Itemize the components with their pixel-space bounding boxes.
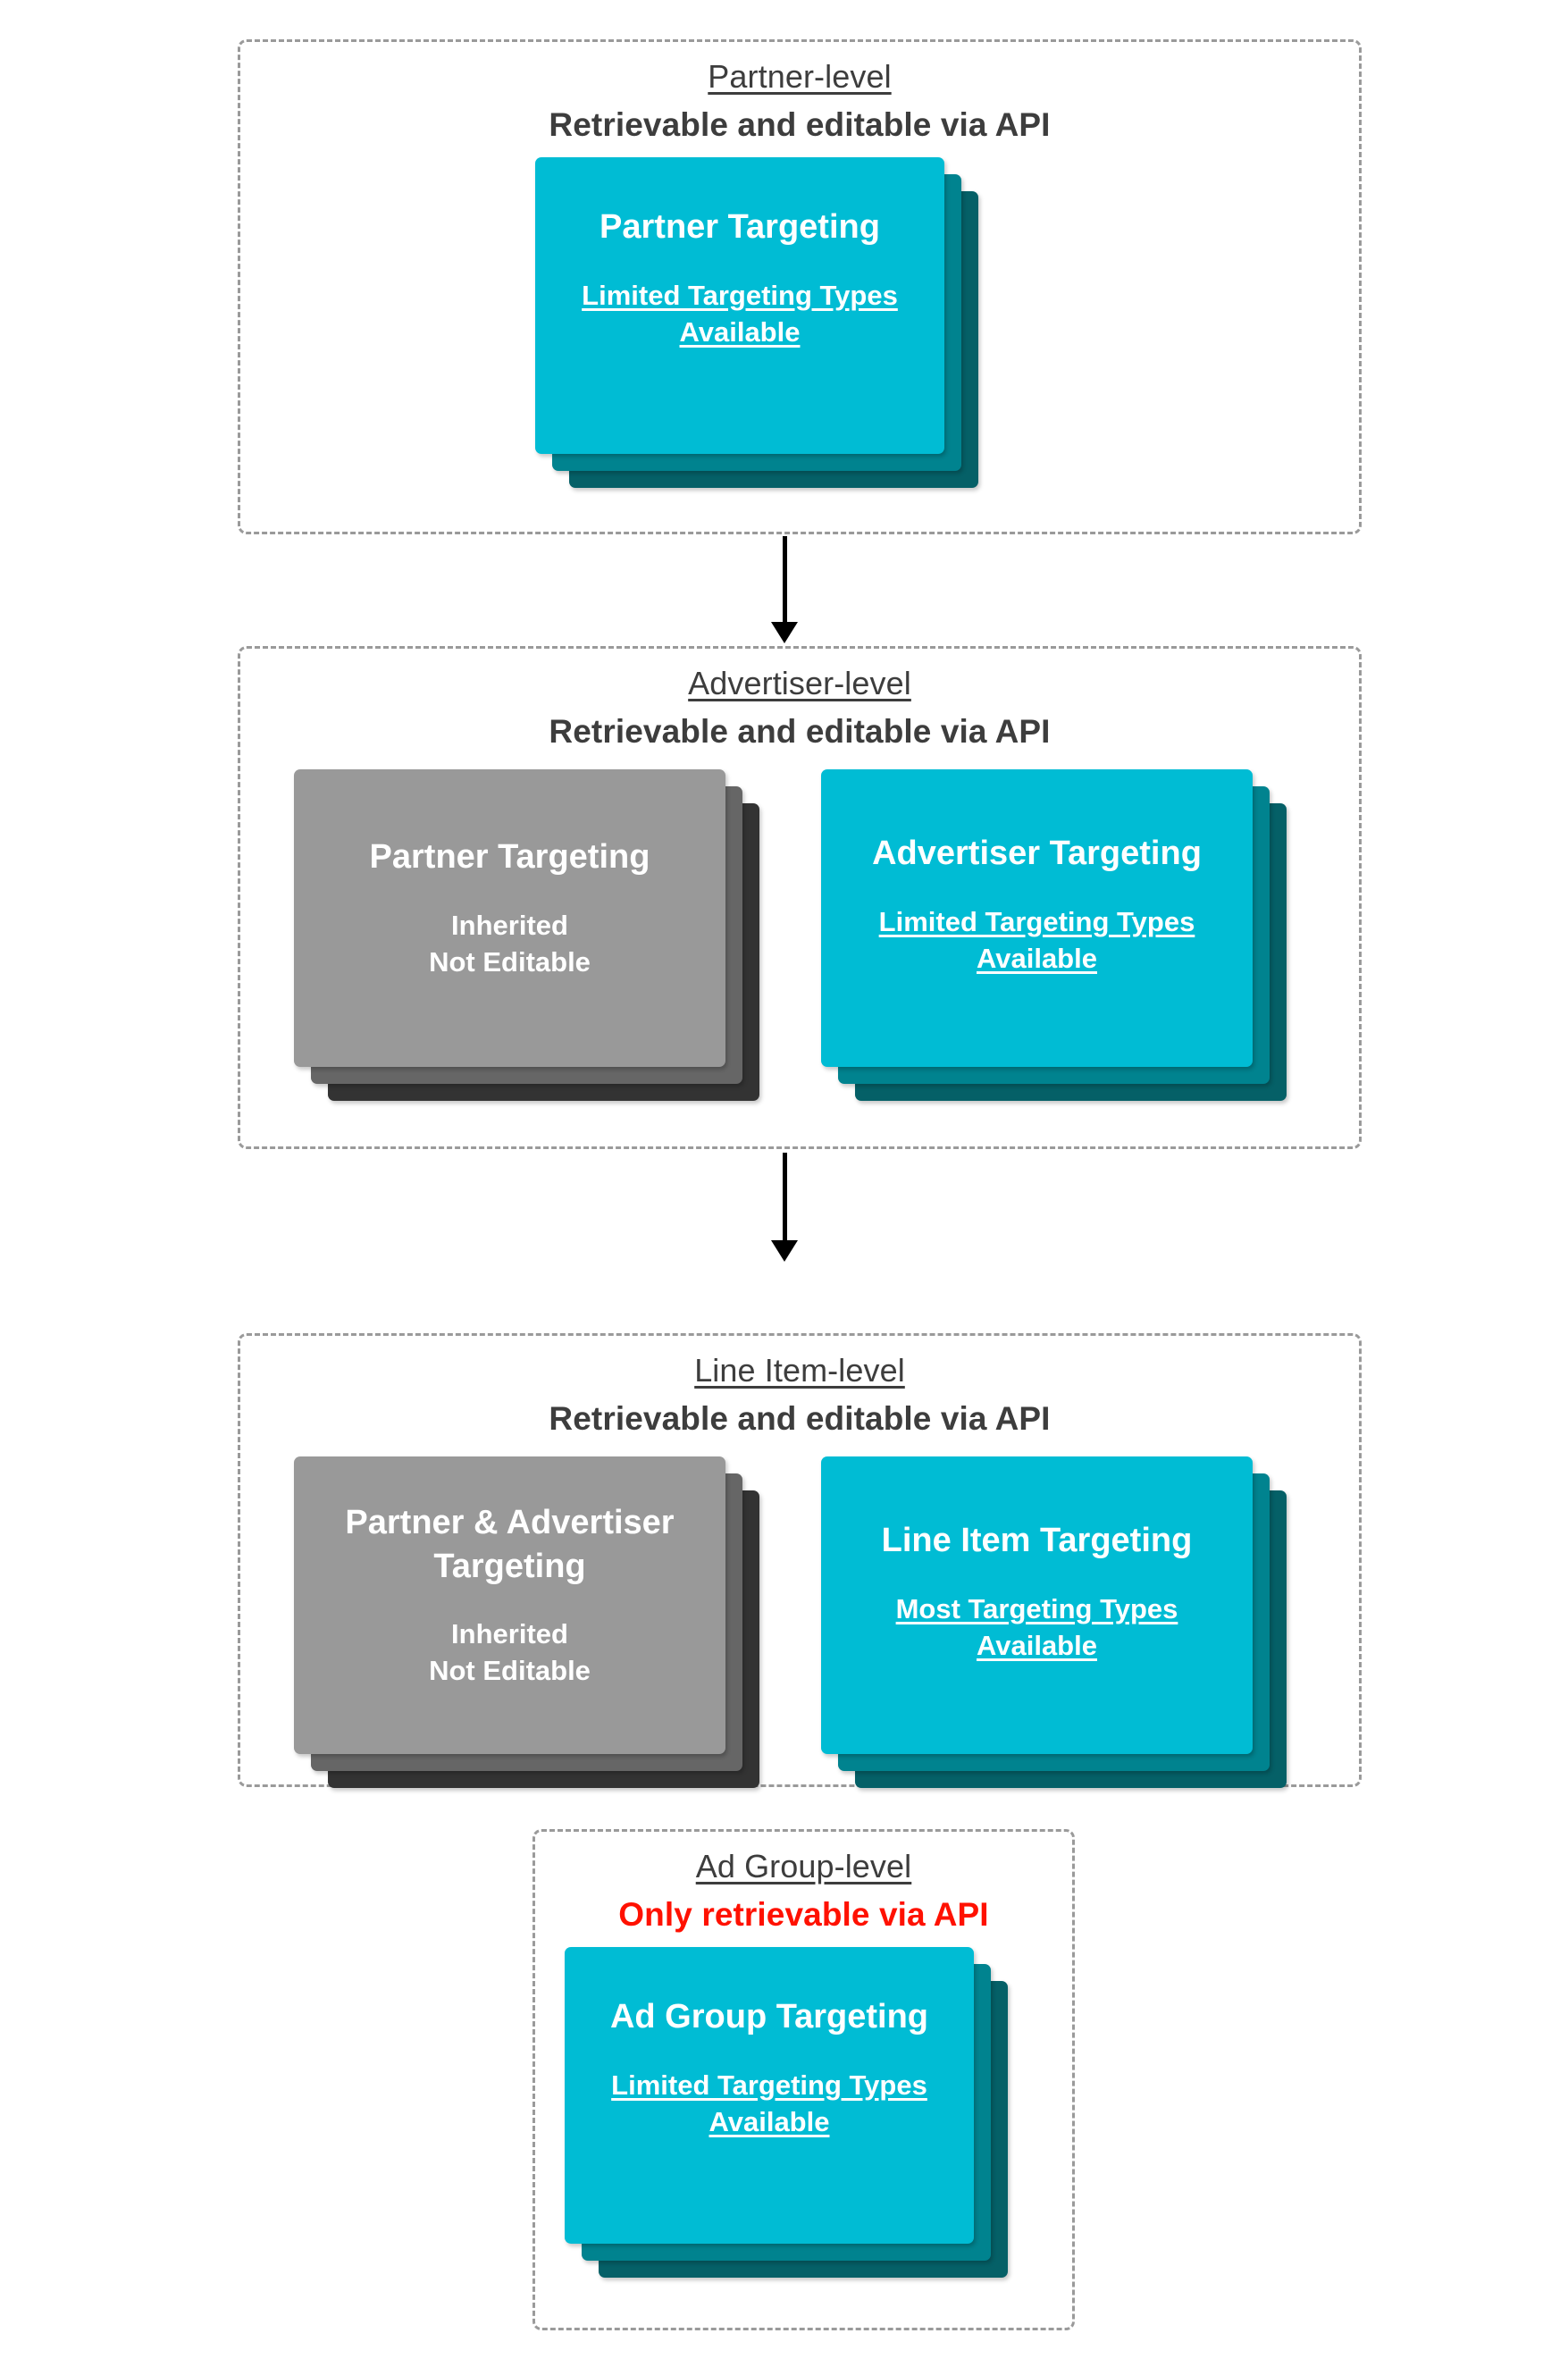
card-advertiser-targeting[interactable]: Advertiser Targeting Limited Targeting T… bbox=[821, 769, 1253, 1067]
card-ad-group-targeting[interactable]: Ad Group Targeting Limited Targeting Typ… bbox=[565, 1947, 974, 2244]
card-title: Ad Group Targeting bbox=[609, 1998, 929, 2035]
level-heading-advertiser: Advertiser-level Retrievable and editabl… bbox=[240, 663, 1359, 753]
level-container-ad-group: Ad Group-level Only retrievable via API … bbox=[532, 1829, 1075, 2330]
level-container-advertiser: Advertiser-level Retrievable and editabl… bbox=[238, 646, 1362, 1149]
card-note-line2: Not Editable bbox=[429, 945, 591, 978]
card-note-line2: Available bbox=[977, 942, 1097, 974]
card-stack-partner-targeting-inherited: Partner Targeting Inherited Not Editable bbox=[294, 769, 794, 1118]
card-stack-ad-group-targeting: Ad Group Targeting Limited Targeting Typ… bbox=[565, 1947, 1038, 2282]
card-stack-advertiser-targeting: Advertiser Targeting Limited Targeting T… bbox=[821, 769, 1321, 1118]
card-title: Advertiser Targeting bbox=[872, 835, 1202, 872]
arrow-shaft bbox=[783, 1153, 787, 1242]
level-heading-ad-group: Ad Group-level Only retrievable via API bbox=[535, 1846, 1072, 1936]
level-subtitle: Retrievable and editable via API bbox=[549, 712, 1051, 750]
card-title: Partner Targeting bbox=[369, 838, 650, 876]
level-subtitle: Only retrievable via API bbox=[618, 1895, 989, 1933]
level-title: Partner-level bbox=[708, 58, 892, 95]
level-container-partner: Partner-level Retrievable and editable v… bbox=[238, 39, 1362, 534]
card-stack-partner-targeting: Partner Targeting Limited Targeting Type… bbox=[535, 157, 1009, 488]
level-title: Ad Group-level bbox=[695, 1848, 912, 1884]
card-title: Partner Targeting bbox=[600, 208, 880, 246]
arrow-shaft bbox=[783, 536, 787, 624]
card-title: Line Item Targeting bbox=[881, 1522, 1193, 1559]
card-note-line1: Inherited bbox=[451, 1618, 568, 1650]
card-note-line2: Available bbox=[709, 2105, 830, 2137]
level-heading-partner: Partner-level Retrievable and editable v… bbox=[240, 56, 1359, 147]
level-title: Line Item-level bbox=[694, 1352, 905, 1389]
card-title: Partner & Advertiser Targeting bbox=[345, 1504, 675, 1585]
level-subtitle: Retrievable and editable via API bbox=[549, 1399, 1051, 1437]
card-note-line2: Available bbox=[977, 1629, 1097, 1661]
card-note-line1: Most Targeting Types bbox=[895, 1592, 1178, 1624]
level-title: Advertiser-level bbox=[688, 665, 911, 701]
card-note-line1: Inherited bbox=[451, 909, 568, 941]
card-note-line1: Limited Targeting Types bbox=[611, 2069, 927, 2101]
level-subtitle: Retrievable and editable via API bbox=[549, 105, 1051, 143]
card-line-item-targeting[interactable]: Line Item Targeting Most Targeting Types… bbox=[821, 1456, 1253, 1754]
card-partner-targeting-inherited[interactable]: Partner Targeting Inherited Not Editable bbox=[294, 769, 725, 1067]
card-stack-line-item-targeting: Line Item Targeting Most Targeting Types… bbox=[821, 1456, 1321, 1805]
card-partner-targeting[interactable]: Partner Targeting Limited Targeting Type… bbox=[535, 157, 944, 454]
arrow-head-icon bbox=[771, 622, 798, 643]
level-heading-line-item: Line Item-level Retrievable and editable… bbox=[240, 1350, 1359, 1440]
card-note-line2: Not Editable bbox=[429, 1655, 591, 1687]
level-container-line-item: Line Item-level Retrievable and editable… bbox=[238, 1333, 1362, 1788]
card-note-line1: Limited Targeting Types bbox=[582, 279, 898, 311]
card-note-line2: Available bbox=[679, 315, 801, 348]
arrow-head-icon bbox=[771, 1240, 798, 1262]
card-partner-advertiser-targeting-inherited[interactable]: Partner & Advertiser Targeting Inherited… bbox=[294, 1456, 725, 1754]
card-note-line1: Limited Targeting Types bbox=[878, 905, 1195, 937]
card-stack-partner-advertiser-inherited: Partner & Advertiser Targeting Inherited… bbox=[294, 1456, 794, 1805]
